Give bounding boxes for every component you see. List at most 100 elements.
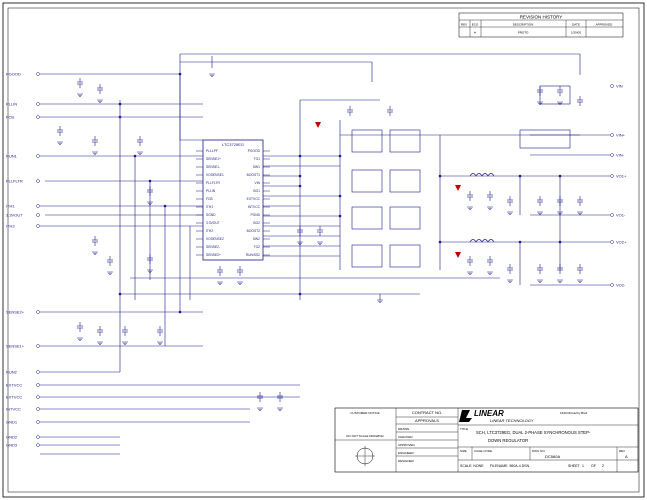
wiring — [40, 53, 610, 455]
company-name: LINEAR TECHNOLOGY — [490, 418, 534, 423]
ic-pin-label: BG1 — [253, 189, 260, 193]
net-port-label: RUN2 — [6, 370, 18, 375]
net-port-label: RUN1 — [6, 154, 18, 159]
controller-ic: LTC3729EG PLLLPF SENSE1+ SENSE1- VOSENSE1PL… — [196, 139, 270, 261]
ground-symbols — [57, 73, 583, 411]
net-port — [36, 443, 40, 447]
company-logo-mark — [459, 410, 472, 422]
revision-history-title: REVISION HISTORY — [520, 15, 563, 20]
rev-header-approved: APPROVED — [596, 23, 614, 27]
capacitors — [57, 78, 583, 402]
inductors — [469, 173, 495, 243]
ic-pin-label: VIN — [255, 181, 261, 185]
net-port — [36, 420, 40, 424]
net-port — [610, 240, 614, 244]
diodes — [315, 122, 461, 258]
drawn-label: DRAWN — [398, 427, 409, 431]
ic-pin-label: PGND — [250, 213, 260, 217]
net-port — [36, 204, 40, 208]
scale-note: SCALE: NONE — [460, 464, 484, 468]
revision-history-table: REVISION HISTORY REV ECO DESCRIPTION DAT… — [458, 12, 624, 38]
net-port-label: GND3 — [6, 443, 18, 448]
net-port — [36, 435, 40, 439]
dwg-no-label: DWG NO — [532, 449, 545, 453]
contract-no-label: CONTRACT NO. — [412, 410, 442, 415]
net-port — [610, 84, 614, 88]
net-port-label: EXTVCC — [6, 395, 22, 400]
rev-row-eco: # — [474, 31, 476, 35]
sheet-total: 2 — [602, 464, 604, 468]
ic-pin-label: BG2 — [253, 221, 260, 225]
company-address: 1630 McCarthy Blvd. — [560, 411, 588, 415]
net-port-label: GND2 — [6, 435, 18, 440]
net-port — [36, 383, 40, 387]
title-line-1: SCH, LTC3729EG, DUAL 2-PHASE SYNCHRONOUS… — [476, 430, 591, 435]
company-logo-text: LINEAR — [474, 409, 504, 418]
net-port-label: FCB — [6, 115, 14, 120]
designer-label: DESIGNER — [398, 459, 415, 463]
net-port-label: VIN- — [616, 153, 625, 158]
engineer-label: ENGINEER — [398, 451, 415, 455]
ic-pin-label: INTVCC — [248, 205, 261, 209]
net-port-label: INTVCC — [6, 407, 21, 412]
net-port-label: PLLFLTR — [6, 179, 23, 184]
net-port-label: GND1 — [6, 420, 18, 425]
sheet-number: 1 — [582, 464, 584, 468]
ic-pin-label: FCB — [206, 197, 213, 201]
ic-left-pin-labels: PLLLPFSENSE1+SENSE1-VOSENSE1PLLFLTRPLLIN… — [196, 149, 224, 257]
net-port-label: VO1- — [616, 213, 626, 218]
net-port — [36, 370, 40, 374]
ic-pin-label: VOSENSE2 — [206, 237, 224, 241]
net-port-label: ITH2 — [6, 224, 15, 229]
net-port — [36, 224, 40, 228]
net-port — [36, 395, 40, 399]
size-label: SIZE — [460, 449, 467, 453]
ic-pin-label: TG1 — [254, 157, 261, 161]
ic-right-pin-labels: PGOODTG1SW1BOOST1VINBG1EXTVCCINTVCCPGNDB… — [246, 149, 270, 257]
net-port-label: ITH1 — [6, 204, 15, 209]
net-port — [610, 213, 614, 217]
ic-pin-label: ITH1 — [206, 205, 213, 209]
checked-label: CHECKED — [398, 435, 414, 439]
rev-header-description: DESCRIPTION — [513, 23, 534, 27]
ic-pin-label: SENSE1- — [206, 165, 220, 169]
ic-pin-label: SENSE2+ — [206, 253, 221, 257]
net-port — [610, 133, 614, 137]
ic-pin-label: SGND — [206, 213, 216, 217]
mosfet-blocks — [351, 85, 571, 268]
title-block: CUSTOMER NOTICE DO NOT SCALE DRAWING CON… — [334, 407, 639, 473]
net-port-label: VIN+ — [616, 133, 626, 138]
sheet-of-label: OF — [591, 464, 596, 468]
ic-part-number: LTC3729EG — [222, 142, 244, 147]
sheet-label: SHEET — [568, 464, 581, 468]
ic-pin-label: PLLIN — [206, 189, 216, 193]
net-port — [610, 153, 614, 157]
ic-pin-label: BOOST2 — [247, 229, 261, 233]
junction-dots — [118, 72, 562, 314]
ic-pin-label: TG2 — [254, 245, 261, 249]
rev-label: REV — [619, 449, 625, 453]
rev-header-rev: REV — [461, 23, 467, 27]
customer-notice: CUSTOMER NOTICE — [350, 411, 379, 415]
do-not-scale-note: DO NOT SCALE DRAWING — [346, 434, 384, 438]
drawing-inner-frame — [7, 7, 640, 493]
approvals-label: APPROVALS — [415, 418, 439, 423]
net-port — [36, 407, 40, 411]
ic-pin-label: PLLLPF — [206, 149, 218, 153]
net-port-label: SENSE1+ — [6, 344, 25, 349]
net-port — [610, 283, 614, 287]
net-port — [36, 213, 40, 217]
dwg-no-value: DC560A — [545, 454, 560, 459]
ic-pin-label: VOSENSE1 — [206, 173, 224, 177]
ic-pin-label: SENSE1+ — [206, 157, 221, 161]
net-port — [36, 154, 40, 158]
rev-row-description: PROTO — [518, 31, 529, 35]
ic-pin-label: EXTVCC — [247, 197, 261, 201]
net-port-label: SENSE2+ — [6, 310, 25, 315]
rev-header-date: DATE — [572, 23, 580, 27]
cage-code-label: CAGE CODE — [474, 449, 492, 453]
net-port — [36, 115, 40, 119]
